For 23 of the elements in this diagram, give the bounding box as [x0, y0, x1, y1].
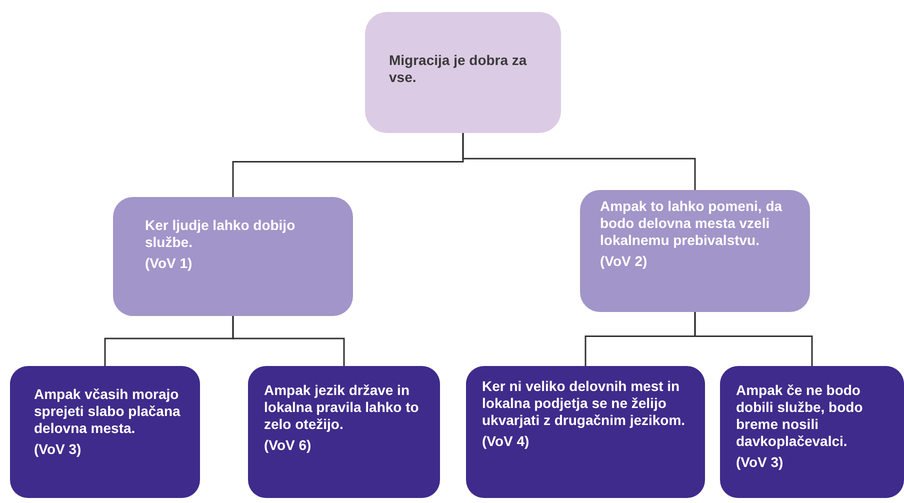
connector-line — [694, 312, 813, 366]
topic-box — [580, 190, 810, 312]
argument-text: Ker ni veliko delovnih mest in lokalna podjetja se ne želijo ukvarjati z drugačnim jezikom. — [482, 378, 686, 429]
reference-text: (VoV 1) — [145, 255, 194, 272]
reference-text: (VoV 6) — [264, 437, 312, 454]
argument-text: Ampak včasih morajo sprejeti slabo plačana delovna mesta. — [34, 386, 182, 437]
argument-text: Migracija je dobra za vse. — [389, 52, 528, 86]
topic-box — [466, 366, 705, 498]
connector-line — [462, 133, 696, 190]
topic-box — [248, 366, 440, 498]
topic-box — [10, 366, 200, 498]
argument-text: Ampak če ne bodo dobili službe, bodo breme nosili davkoplačevalci. — [736, 382, 864, 450]
topic-box — [365, 12, 561, 133]
argument-text: Ampak to lahko pomeni, da bodo delovna mesta vzeli lokalnemu prebivalstvu. — [600, 198, 784, 249]
topic-box — [113, 197, 353, 316]
argument-text: Ampak jezik države in lokalna pravila lahko to zelo otežijo. — [264, 382, 420, 433]
reference-text: (VoV 2) — [600, 253, 648, 270]
connector-line — [232, 316, 345, 366]
topic-box — [720, 366, 904, 498]
reference-text: (VoV 4) — [482, 433, 530, 450]
reference-text: (VoV 3) — [34, 441, 82, 458]
reference-text: (VoV 3) — [736, 454, 784, 471]
argument-text: Ker ljudje lahko dobijo službe. — [145, 217, 296, 251]
